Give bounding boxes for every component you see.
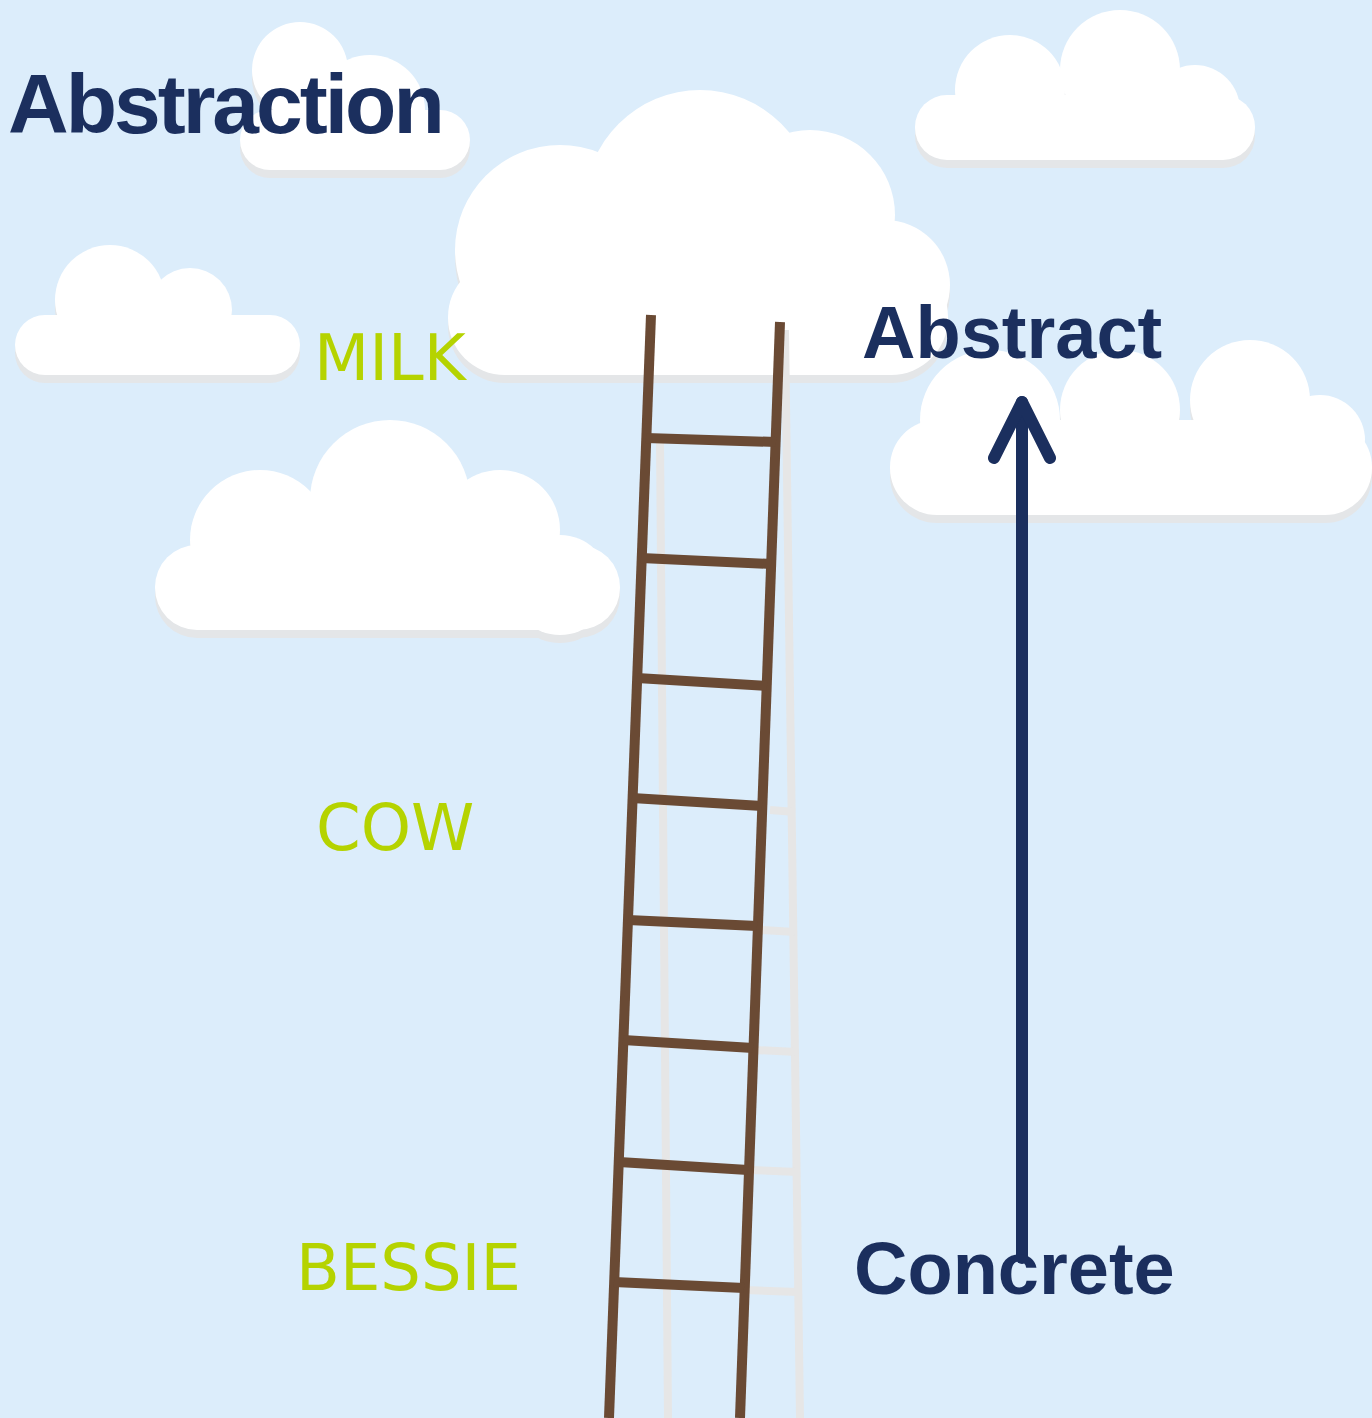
ladder-level-label: BESSIE (296, 1236, 521, 1300)
axis-label: Concrete (854, 1232, 1175, 1306)
cloud (915, 10, 1255, 168)
axis-label: Abstract (862, 296, 1162, 370)
cloud (155, 420, 620, 643)
cloud (15, 245, 300, 383)
page-title: Abstraction (8, 62, 442, 146)
ladder (609, 315, 780, 1418)
ladder-shadow (660, 330, 800, 1418)
ladder-level-label: MILK (314, 326, 466, 390)
direction-arrow (994, 402, 1050, 1258)
ladder-level-label: COW (316, 796, 474, 860)
